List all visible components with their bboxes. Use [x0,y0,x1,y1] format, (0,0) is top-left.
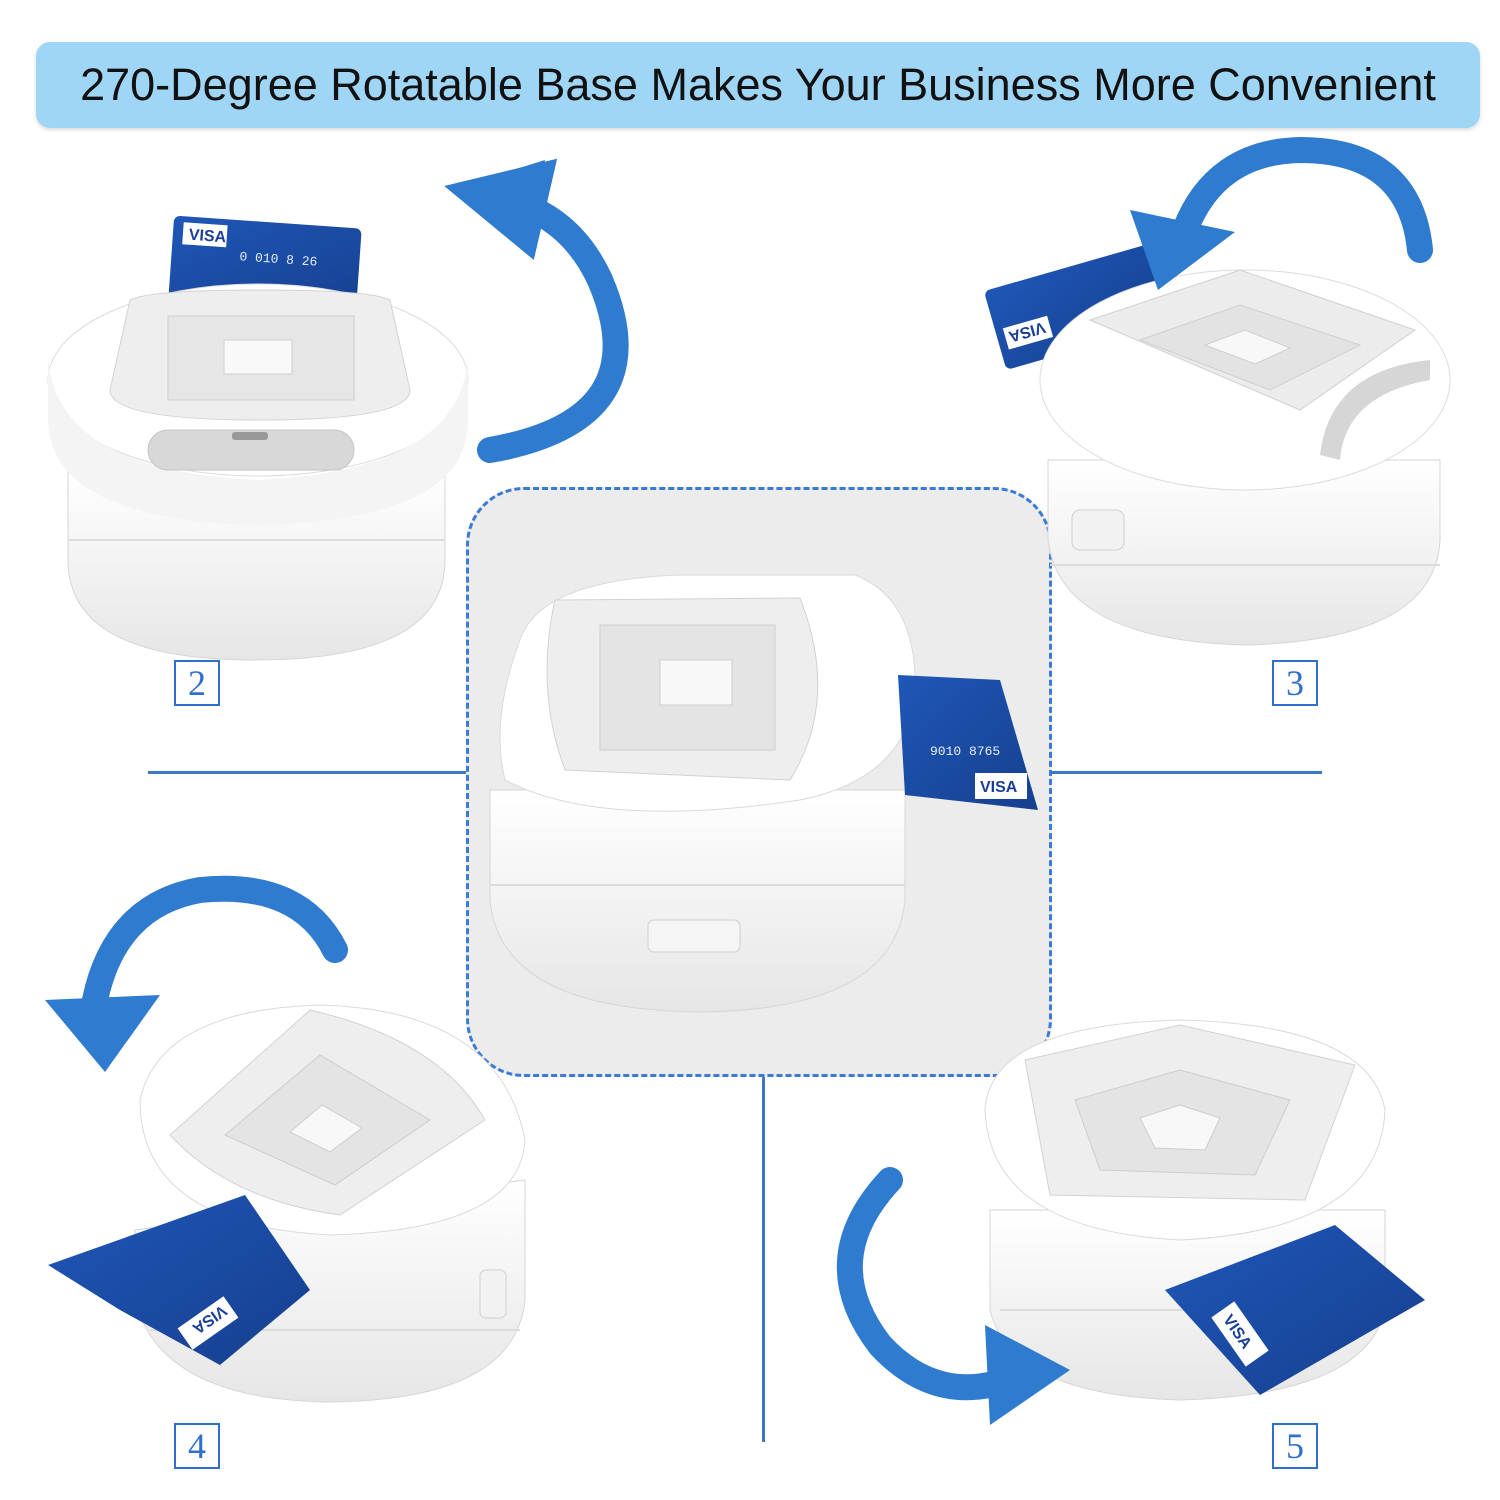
position-label-3: 3 [1272,660,1318,706]
card-digits-2: 0 010 8 26 [239,249,318,269]
position-label-5: 5 [1272,1423,1318,1469]
rotate-arrow-icon [836,1167,1033,1401]
divider-bottom [762,1077,765,1442]
rotate-arrow-icon [444,158,629,463]
rotate-arrow-icon [82,875,348,1013]
device-position-5: VISA [984,1019,1425,1401]
rotate-arrow-icon [1172,136,1433,263]
card-brand-2: VISA [188,227,227,247]
card-reader-icon [109,289,411,421]
divider-right [1052,771,1322,774]
visa-card-icon: VISA [1165,1225,1425,1395]
card-reader-icon [546,597,819,781]
banner-title: 270-Degree Rotatable Base Makes Your Bus… [80,59,1436,110]
card-reader-icon [1024,1024,1356,1201]
card-reader-icon [1088,269,1417,411]
title-banner: 270-Degree Rotatable Base Makes Your Bus… [36,42,1480,128]
device-position-2: VISA 0 010 8 26 [47,215,469,661]
device-position-4: VISA [48,1004,526,1403]
device-center: VISA 9010 8765 [489,574,1038,1013]
visa-card-icon: VISA 9010 8765 [898,675,1038,810]
device-position-3: VISA [985,242,1451,646]
position-label-4: 4 [174,1423,220,1469]
center-card-digits: 9010 8765 [930,744,1000,759]
center-card-brand: VISA [980,779,1018,796]
divider-left [148,771,466,774]
card-reader-icon [169,1009,486,1216]
visa-card-icon: VISA [985,242,1179,369]
visa-card-icon: VISA [48,1195,310,1365]
position-label-2: 2 [174,660,220,706]
